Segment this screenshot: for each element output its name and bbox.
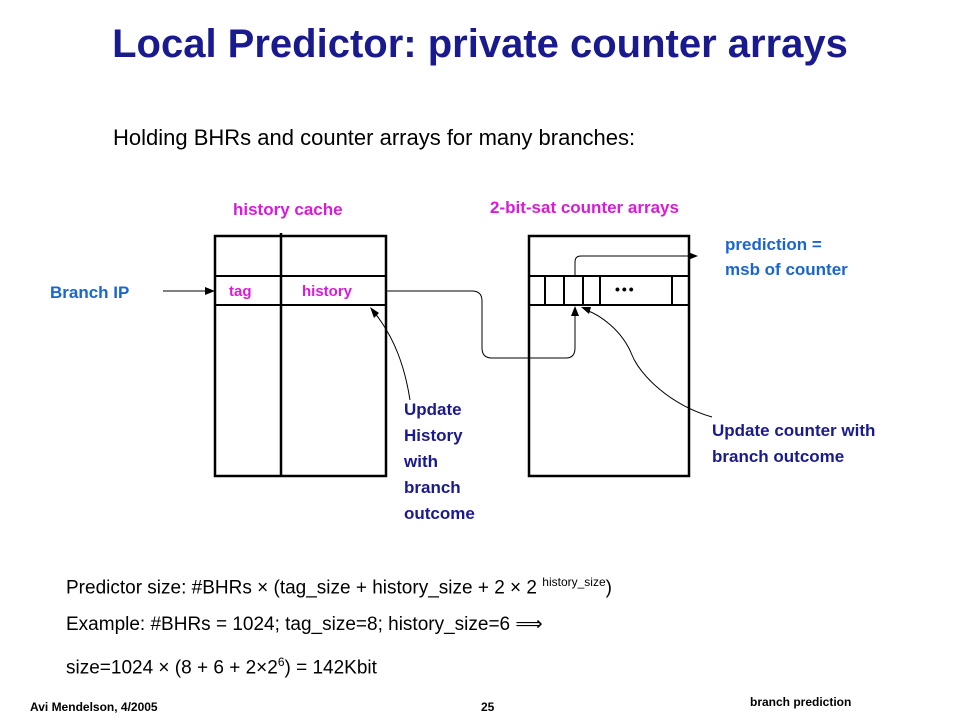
history-cache-label: history cache xyxy=(233,200,343,219)
prediction-arrowhead xyxy=(688,252,698,260)
formula3-sup: 6 xyxy=(277,655,285,669)
update-history-line: outcome xyxy=(404,504,475,523)
prediction-line2: msb of counter xyxy=(725,260,848,279)
counter-ellipsis: ••• xyxy=(615,281,636,297)
counter-arrays-box xyxy=(527,234,691,478)
update-counter-line2: branch outcome xyxy=(712,447,845,466)
formula1-end: ) xyxy=(605,577,612,599)
formula1-sup: history_size xyxy=(542,575,606,589)
footer-page-number: 25 xyxy=(481,700,495,714)
update-history-line: with xyxy=(404,452,438,471)
update-history-line: branch xyxy=(404,478,461,497)
prediction-line1: prediction = xyxy=(725,235,822,254)
formula3-end: ) = 142Kbit xyxy=(284,657,377,679)
formula3-text: size=1024 × (8 + 6 + 2×2 xyxy=(66,657,278,679)
history-cell-label: history xyxy=(302,283,353,300)
branch-ip-arrowhead xyxy=(205,287,215,295)
page-title: Local Predictor: private counter arrays xyxy=(112,22,848,66)
subtitle: Holding BHRs and counter arrays for many… xyxy=(113,125,636,150)
update-history-line: History xyxy=(404,426,463,445)
history-cache-box xyxy=(213,234,388,478)
update-history-note: Update History with branch outcome xyxy=(404,397,475,527)
formula1-text: Predictor size: #BHRs × (tag_size + hist… xyxy=(66,577,543,599)
update-counter-arrowhead xyxy=(581,307,591,314)
formula2-text: Example: #BHRs = 1024; tag_size=8; histo… xyxy=(66,614,516,635)
update-counter-arrow xyxy=(585,309,713,418)
formula-predictor-size: Predictor size: #BHRs × (tag_size + hist… xyxy=(66,575,612,599)
update-history-arrow xyxy=(373,311,411,401)
formula-example: Example: #BHRs = 1024; tag_size=8; histo… xyxy=(66,613,543,636)
footer-topic: branch prediction xyxy=(750,695,852,709)
update-history-arrowhead xyxy=(370,307,379,318)
prediction-arrow xyxy=(574,255,692,276)
formula-result: size=1024 × (8 + 6 + 2×26) = 142Kbit xyxy=(66,655,377,679)
tag-cell-label: tag xyxy=(229,283,252,300)
history-to-counter-connector xyxy=(386,290,576,359)
prediction-note: prediction = msb of counter xyxy=(725,232,848,282)
branch-ip-label: Branch IP xyxy=(50,283,130,302)
implies-arrow: ⟹ xyxy=(515,614,543,635)
update-history-line: Update xyxy=(404,400,462,419)
connector-arrowhead xyxy=(571,306,579,316)
counter-arrays-label: 2-bit-sat counter arrays xyxy=(490,198,679,217)
update-counter-note: Update counter with branch outcome xyxy=(712,418,875,470)
footer-author: Avi Mendelson, 4/2005 xyxy=(30,700,158,714)
update-counter-line1: Update counter with xyxy=(712,421,876,440)
